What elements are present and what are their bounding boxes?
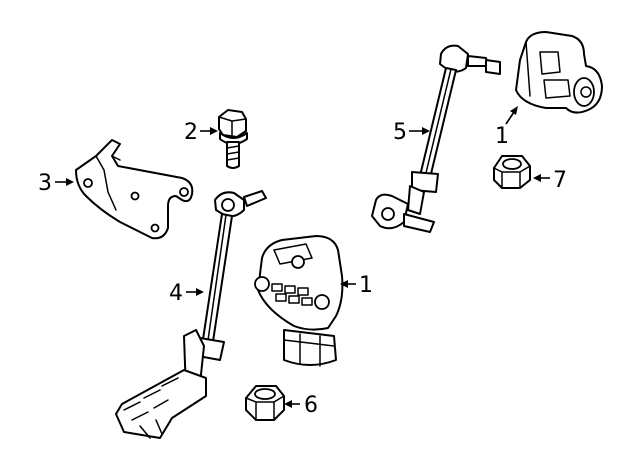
leader-5	[409, 127, 430, 135]
callout-2: 2	[184, 120, 198, 145]
leader-6	[284, 400, 300, 408]
sensor-part-upper	[515, 31, 603, 114]
callout-5: 5	[393, 120, 407, 145]
link-rod-part-right	[371, 44, 501, 233]
leader-2	[200, 127, 218, 135]
callout-3: 3	[38, 171, 52, 196]
leader-7	[533, 174, 550, 182]
leader-4	[186, 288, 204, 296]
leader-1-upper	[505, 106, 518, 125]
callout-7: 7	[553, 168, 567, 193]
bolt-part	[218, 109, 248, 169]
callout-1-upper: 1	[495, 124, 509, 149]
leader-1-lower	[340, 280, 356, 288]
callout-4: 4	[169, 281, 183, 306]
callout-1-lower: 1	[359, 273, 373, 298]
nut-part-upper	[493, 155, 531, 189]
bracket-part	[75, 139, 194, 240]
leader-3	[55, 178, 74, 186]
callout-6: 6	[304, 393, 318, 418]
link-rod-part-left	[115, 190, 267, 439]
sensor-part-lower	[254, 235, 344, 367]
nut-part-lower	[245, 385, 285, 421]
